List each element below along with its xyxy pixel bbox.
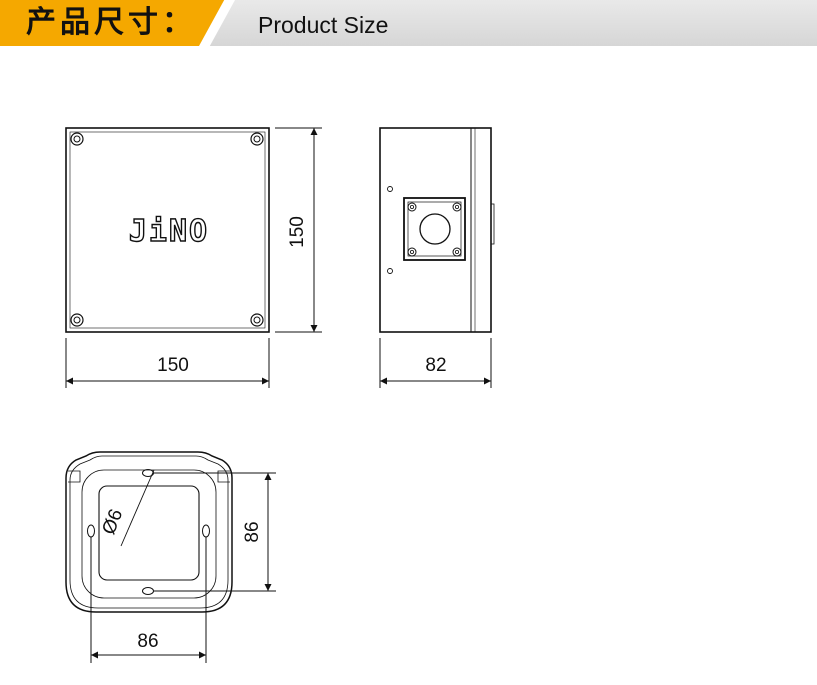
corner-screw (70, 132, 84, 146)
brand-logo: JiNO (129, 214, 209, 249)
mount-width-dimension (90, 537, 207, 663)
corner-screw (250, 132, 264, 146)
mount-height-dimension (154, 472, 276, 592)
side-view (379, 127, 495, 333)
front-width-dimension (65, 338, 270, 388)
mount-width-label: 86 (137, 631, 158, 652)
corner-screw (70, 313, 84, 327)
gland-plate (403, 197, 466, 261)
header-accent (0, 0, 232, 46)
page-title-chinese: 产品尺寸： (26, 5, 196, 40)
front-view (65, 127, 270, 333)
mount-hole-label: Ø6 (98, 506, 127, 537)
side-depth-label: 82 (425, 355, 446, 376)
side-depth-dimension (379, 338, 492, 388)
front-height-label: 150 (287, 216, 308, 248)
mount-view (65, 451, 233, 613)
corner-screw (250, 313, 264, 327)
side-view-body (379, 127, 492, 333)
front-height-dimension (275, 127, 322, 333)
front-width-label: 150 (157, 355, 189, 376)
header: 产品尺寸： Product Size (0, 0, 817, 46)
mount-plate-outline (65, 451, 233, 613)
page-title-english: Product Size (258, 12, 389, 38)
front-view-box (65, 127, 270, 333)
mount-height-label: 86 (242, 521, 263, 542)
